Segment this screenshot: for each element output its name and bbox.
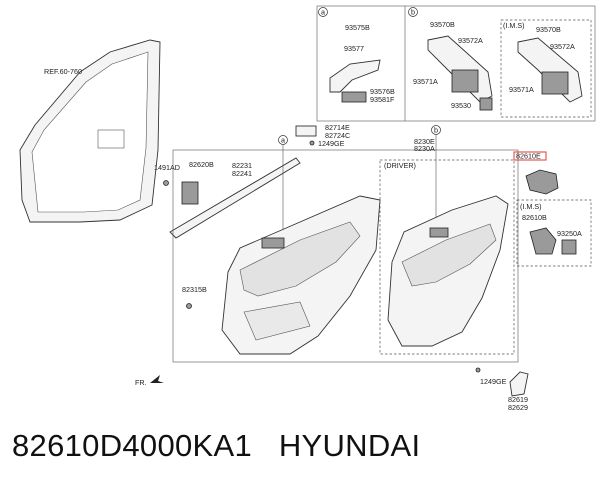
label-1249GE-top: 1249GE (318, 139, 345, 148)
clip-icon (186, 303, 192, 309)
ims-handle (529, 227, 557, 255)
frame-parts: 1491AD 82620B 82231 82241 82714E 82724C … (154, 123, 350, 239)
bottom-parts: 1249GE 82619 82629 FR. (135, 367, 529, 412)
ims-label-top: (I.M.S) (503, 21, 525, 30)
ims-switch-unit (541, 71, 569, 95)
label-1491AD: 1491AD (154, 163, 180, 172)
switch-bezel (329, 59, 381, 93)
door-frame: REF.60-760 (19, 39, 161, 223)
label-82714E: 82714E (325, 123, 350, 132)
master-switch-connector (479, 97, 493, 111)
label-93530: 93530 (451, 101, 471, 110)
label-93572A-ims: 93572A (550, 42, 575, 51)
label-82629: 82629 (508, 403, 528, 412)
label-93576B: 93576B (370, 87, 395, 96)
label-82241: 82241 (232, 169, 252, 178)
label-82231: 82231 (232, 161, 252, 170)
master-switch-unit (451, 69, 479, 93)
callout-circle-a (318, 7, 328, 17)
label-93570B-b: 93570B (430, 20, 455, 29)
bolt-icon (163, 180, 169, 186)
ims-switch (561, 239, 577, 255)
screw-icon (309, 140, 315, 146)
callout-circle-b (408, 7, 418, 17)
label-82315B: 82315B (182, 285, 207, 294)
label-93581F: 93581F (370, 95, 395, 104)
label-82610B: 82610B (522, 213, 547, 222)
inside-handle-area: 82610E (I.M.S) 82610B 93250A (513, 151, 592, 267)
label-93575B: 93575B (345, 23, 370, 32)
trim-cap (295, 125, 317, 137)
circle-b-main-label: b (434, 126, 438, 135)
door-cap (509, 371, 529, 397)
driver-label: (DRIVER) (384, 161, 416, 170)
label-ref: REF.60-760 (44, 67, 82, 76)
inside-handle (525, 169, 559, 195)
pull-handle (261, 237, 285, 249)
label-93572A-b: 93572A (458, 36, 483, 45)
circle-b-label: b (411, 8, 415, 17)
label-93571A-ims: 93571A (509, 85, 534, 94)
switch-unit (341, 91, 367, 103)
circle-a-label: a (321, 8, 325, 17)
part-number: 82610D4000KA1 (12, 428, 253, 463)
label-93571A-b: 93571A (413, 77, 438, 86)
label-1249GE-bot: 1249GE (480, 377, 507, 386)
label-82620B: 82620B (189, 160, 214, 169)
callout-circle-b-main (431, 125, 441, 135)
fr-label: FR. (135, 378, 147, 387)
door-pocket (243, 301, 311, 341)
inset-panels: a b (I.M.S) (316, 5, 596, 122)
highlight-82610E (513, 151, 547, 161)
label-93577: 93577 (344, 44, 364, 53)
circle-a-main-label: a (281, 136, 285, 145)
label-82724C: 82724C (325, 131, 350, 140)
screw-bottom-icon (475, 367, 481, 373)
front-arrow-icon (150, 375, 164, 383)
label-93250A: 93250A (557, 229, 582, 238)
callout-circle-a-main (278, 135, 288, 145)
inside-handle-bracket (181, 181, 199, 205)
weatherstrip (169, 157, 301, 239)
inset-labels: 93575B 93577 93576B 93581F 93570B 93572A… (344, 20, 575, 110)
label-82610E: 82610E (516, 152, 541, 161)
footer-caption: 82610D4000KA1 HYUNDAI (12, 428, 420, 464)
ims-label-side: (I.M.S) (520, 202, 542, 211)
brand-name: HYUNDAI (278, 428, 421, 463)
label-8230A: 8230A (414, 144, 435, 153)
label-82619: 82619 (508, 395, 528, 404)
driver-variant-box (379, 159, 515, 355)
label-93570B-ims: 93570B (536, 25, 561, 34)
label-8230E: 8230E (414, 137, 435, 146)
trim-panel-area: a b 82315B (DRIVER) 8230E 8230A (172, 125, 519, 363)
driver-pull-handle (429, 227, 449, 238)
